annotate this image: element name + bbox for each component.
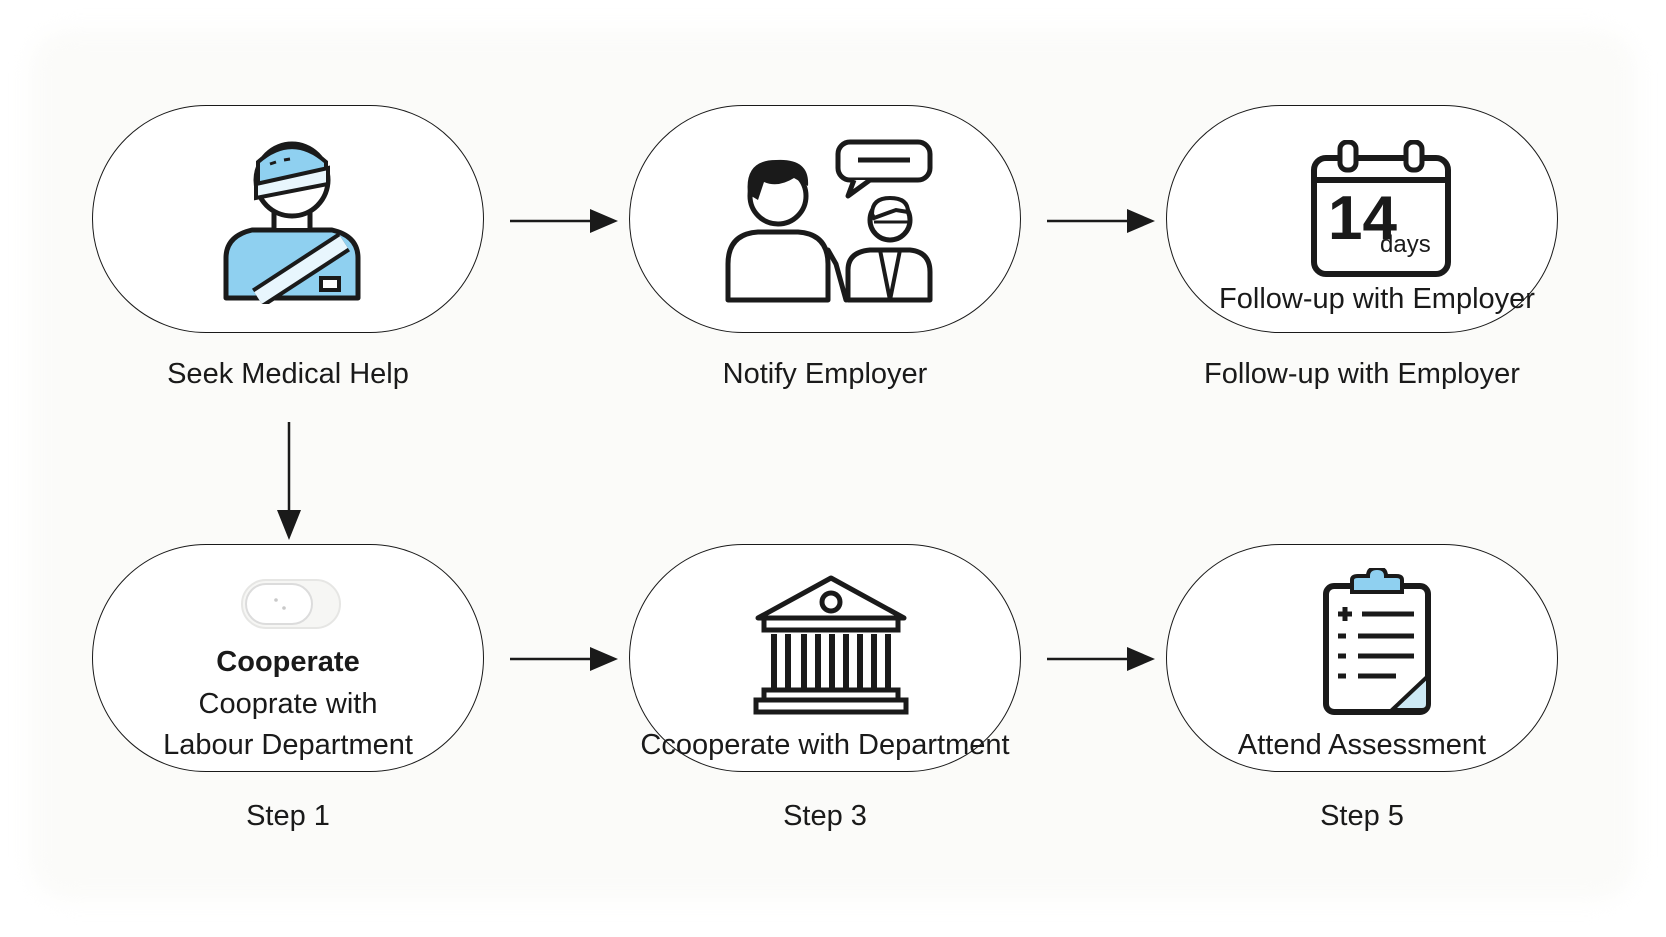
- arrow-seek-to-cooperate: [277, 422, 301, 540]
- seek-medical-help-label: Seek Medical Help: [167, 358, 409, 390]
- arrow-notify-to-follow-up: [1047, 209, 1155, 233]
- cooperate-line-1: Cooprate with: [198, 688, 378, 720]
- attend-assessment-inner: Attend Assessment: [1237, 729, 1487, 761]
- calendar-icon: [1311, 140, 1451, 277]
- arrow-department-to-assessment: [1047, 647, 1155, 671]
- cooperate-department-inner: Ccooperate with Department: [640, 729, 1010, 761]
- step-3-caption: Step 3: [783, 800, 867, 832]
- clipboard-icon: [1323, 568, 1431, 715]
- cooperate-title: Cooperate: [216, 646, 360, 678]
- follow-up-label: Follow-up with Employer: [1204, 358, 1520, 390]
- notify-employer-label: Notify Employer: [722, 358, 928, 390]
- toggle-icon: [241, 579, 341, 629]
- follow-up-inner-label: Follow-up with Employer: [1219, 283, 1535, 315]
- calendar-number: 14: [1328, 184, 1397, 253]
- arrow-cooperate-to-department: [510, 647, 618, 671]
- conversation-icon: [725, 139, 933, 303]
- cooperate-line-2: Labour Department: [163, 729, 413, 761]
- step-5-caption: Step 5: [1320, 800, 1404, 832]
- arrow-seek-to-notify: [510, 209, 618, 233]
- calendar-unit: days: [1380, 231, 1431, 258]
- injured-person-icon: [223, 141, 361, 304]
- government-building-icon: [753, 575, 909, 715]
- step-1-caption: Step 1: [246, 800, 330, 832]
